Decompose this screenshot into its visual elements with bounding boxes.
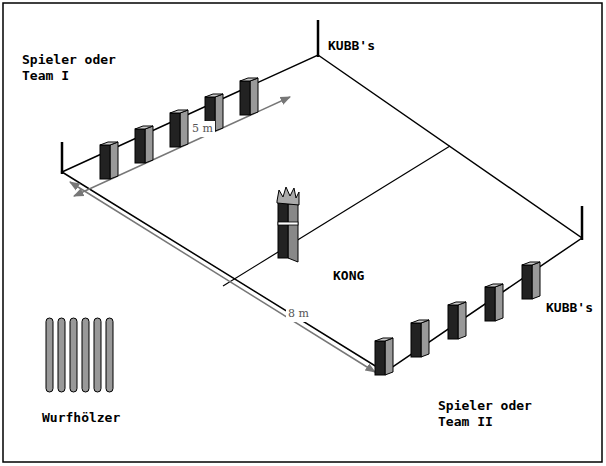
frame: [3, 3, 602, 462]
kong-king: [277, 187, 299, 262]
corner-posts: [62, 20, 582, 374]
kubb-blocks: [100, 78, 540, 375]
field-outline: [62, 55, 582, 372]
kubb-label: KUBB's: [546, 300, 593, 316]
king-label: KONG: [333, 268, 364, 284]
team-label: Spieler oder Team I: [22, 52, 122, 84]
team-label: Spieler oder Team II: [438, 398, 538, 430]
dimension-label: 5 m: [190, 121, 215, 137]
center-line: [223, 146, 450, 286]
throwing-sticks: [46, 318, 113, 392]
length-dimension: [70, 182, 375, 372]
sticks-label: Wurfhölzer: [42, 410, 120, 426]
kubb-label: KUBB's: [328, 38, 375, 54]
dimension-label: 8 m: [286, 306, 311, 322]
